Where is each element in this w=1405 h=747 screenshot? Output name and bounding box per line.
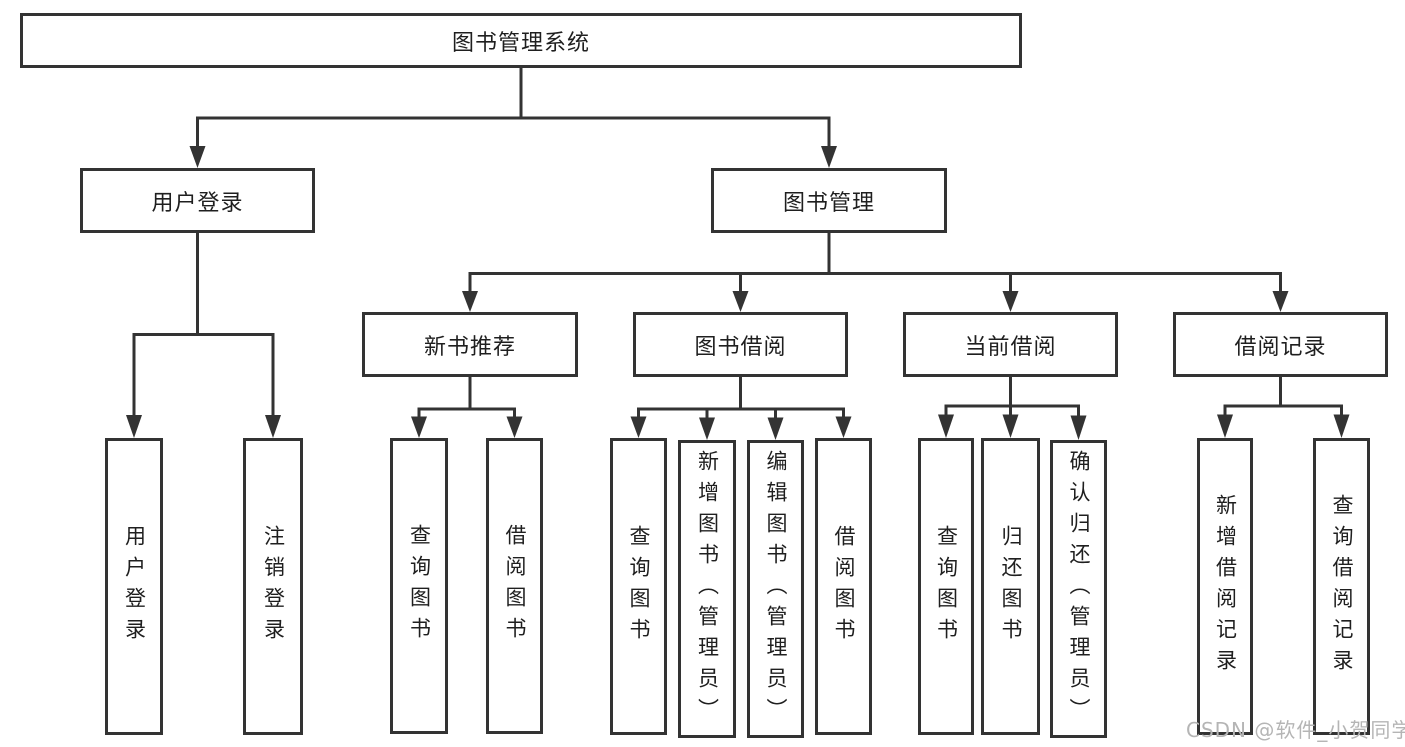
connector-root-to-level2 [189,68,837,168]
leaf-current-query-books: 查询图书 [918,438,974,735]
connector-new-book-recommend-to-leaves [411,377,523,438]
node-user-login: 用户登录 [80,168,315,233]
leaf-user-login: 用户登录 [105,438,163,735]
leaf-recommend-query-books: 查询图书 [390,438,448,734]
connector-user-login-to-leaves [126,233,281,438]
node-borrowing-records: 借阅记录 [1173,312,1388,377]
leaf-borrowing-edit-books-admin: 编辑图书（管理员） [747,440,804,738]
leaf-recommend-borrow-books: 借阅图书 [486,438,543,734]
connector-current-borrowing-to-leaves [938,377,1087,440]
watermark: CSDN @软件_小贺同学 [1186,718,1405,742]
leaf-current-confirm-return-admin: 确认归还（管理员） [1050,440,1107,738]
leaf-logout: 注销登录 [243,438,303,735]
node-new-book-recommend: 新书推荐 [362,312,578,377]
leaf-borrowing-borrow-books: 借阅图书 [815,438,872,735]
leaf-borrowing-query-books: 查询图书 [610,438,667,735]
connector-borrowing-records-to-leaves [1217,377,1350,438]
node-current-borrowing: 当前借阅 [903,312,1118,377]
node-book-management: 图书管理 [711,168,947,233]
connector-book-borrowing-to-leaves [630,377,852,440]
node-root-system: 图书管理系统 [20,13,1022,68]
leaf-borrowing-add-books-admin: 新增图书（管理员） [678,440,736,738]
node-book-borrowing: 图书借阅 [633,312,848,377]
connector-book-mgmt-to-level3 [462,233,1289,312]
leaf-records-add-record: 新增借阅记录 [1197,438,1253,735]
leaf-records-query-record: 查询借阅记录 [1313,438,1370,735]
leaf-current-return-books: 归还图书 [981,438,1040,735]
